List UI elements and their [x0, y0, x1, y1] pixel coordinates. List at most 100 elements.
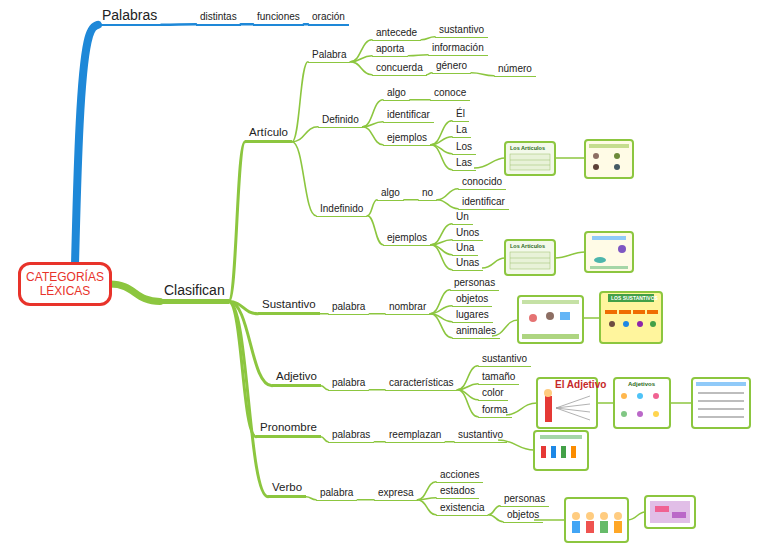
branch-topic: nombrar: [385, 301, 430, 315]
branch-line: [431, 224, 452, 245]
topic-text: palabras: [332, 429, 370, 441]
thumbnail-frame: [614, 378, 670, 428]
branch-line: [431, 145, 452, 170]
topic-text: palabra: [332, 377, 365, 389]
thumbnail-line: [698, 408, 744, 410]
branch-topic: objetos: [503, 509, 543, 523]
topic-text: animales: [456, 325, 496, 337]
branch-topic: forma: [478, 404, 512, 418]
branch-line: [367, 200, 377, 216]
thumbnail: [505, 240, 555, 275]
branch-topic: estados: [436, 485, 479, 499]
branch-line: [357, 499, 374, 501]
thumbnail-picture: [593, 153, 599, 159]
topic-text: Palabras: [102, 7, 157, 23]
branch-line: [292, 62, 308, 142]
branch-line: [320, 313, 328, 315]
thumbnail-picture: [593, 164, 599, 170]
thumbnail-picture: [618, 245, 626, 253]
branch-topic: funciones: [253, 11, 304, 26]
topic-text: Pronombre: [260, 421, 317, 434]
branch-topic: palabra: [328, 301, 369, 315]
branch-topic: distintas: [196, 11, 241, 26]
leader-line: [583, 317, 600, 319]
thumbnail-picture: [655, 506, 669, 512]
branch-line: [418, 500, 436, 515]
topic-text: Adjetivo: [276, 370, 317, 383]
topic-text: tamaño: [482, 371, 515, 383]
thumbnail-frame: [518, 296, 583, 343]
thumbnail-picture: [650, 501, 690, 523]
thumbnail-caption: Adjetivos: [628, 381, 655, 387]
topic-text: Sustantivo: [262, 298, 316, 311]
topic-text: palabra: [332, 301, 365, 313]
branch-topic: Él: [452, 108, 469, 122]
leader-line: [498, 440, 534, 450]
topic-text: antecede: [376, 27, 417, 39]
topic-text: género: [436, 60, 467, 72]
thumbnail-picture: [672, 512, 686, 518]
thumbnail-caption: Los Artículos: [510, 145, 545, 151]
branch-line: [161, 23, 196, 26]
branch-topic: conocido: [458, 176, 506, 190]
branch-topic: Clasifican: [160, 282, 229, 304]
branch-line: [430, 314, 452, 338]
branch-topic: Un: [452, 211, 473, 225]
topic-text: Una: [456, 242, 474, 254]
thumbnail-picture: [551, 446, 556, 458]
thumbnail-picture: [586, 521, 594, 533]
branch-topic: Definido: [318, 114, 363, 128]
topic-text: distintas: [200, 11, 237, 23]
branch-topic: Adjetivo: [272, 370, 321, 387]
topic-text: no: [422, 187, 433, 199]
branch-topic: ejemplos: [383, 132, 431, 146]
branch-line: [321, 386, 328, 390]
branch-line: [431, 121, 452, 145]
branch-topic: algo: [377, 187, 404, 201]
branch-line: [404, 199, 418, 201]
branch-line: [488, 515, 503, 522]
branch-topic: palabras: [328, 429, 374, 443]
topic-text: estados: [440, 485, 475, 497]
branch-topic: sustantivo: [435, 24, 488, 38]
branch-topic: conoce: [430, 87, 470, 101]
thumbnail-caption: LOS SUSTANTIVOS: [611, 295, 658, 301]
topic-text: Unas: [456, 257, 479, 269]
branch-line: [369, 313, 385, 315]
branch-topic: palabra: [328, 377, 369, 391]
branch-topic: Unos: [452, 227, 483, 241]
thumbnail-picture: [545, 396, 552, 422]
branch-topic: animales: [452, 325, 500, 339]
topic-text: identificar: [462, 196, 505, 208]
thumbnail-picture: [653, 393, 659, 399]
branch-line: [292, 127, 318, 142]
topic-text: Palabra: [312, 49, 346, 61]
topic-text: oración: [312, 11, 345, 23]
branch-topic: personas: [450, 277, 499, 291]
thumbnail-picture: [637, 393, 643, 399]
topic-text: existencia: [440, 502, 484, 514]
branch-line: [445, 441, 454, 443]
topic-text: Indefinido: [320, 203, 363, 215]
thumbnail-caption: Los Artículos: [510, 243, 545, 249]
thumbnail-picture: [621, 411, 627, 417]
branch-topic: Artículo: [245, 126, 292, 143]
thumbnail-band: [696, 382, 746, 386]
thumbnail-picture: [546, 312, 554, 320]
branch-topic: número: [494, 63, 536, 77]
branch-topic: Los: [452, 141, 476, 155]
thumbnail-band: [522, 300, 579, 304]
branch-topic: Palabra: [308, 49, 350, 63]
thumbnail-picture: [637, 411, 643, 417]
thumbnail-picture: [653, 411, 659, 417]
topic-text: CATEGORÍAS LÉXICAS: [26, 270, 104, 298]
connectors: [75, 24, 503, 521]
branch-line: [350, 62, 372, 75]
thumbnail-band: [540, 435, 582, 439]
topic-text: Artículo: [249, 126, 288, 139]
leader-line: [597, 402, 614, 404]
topic-text: conoce: [434, 87, 466, 99]
topic-text: funciones: [257, 11, 300, 23]
thumbnail-picture: [529, 314, 537, 322]
